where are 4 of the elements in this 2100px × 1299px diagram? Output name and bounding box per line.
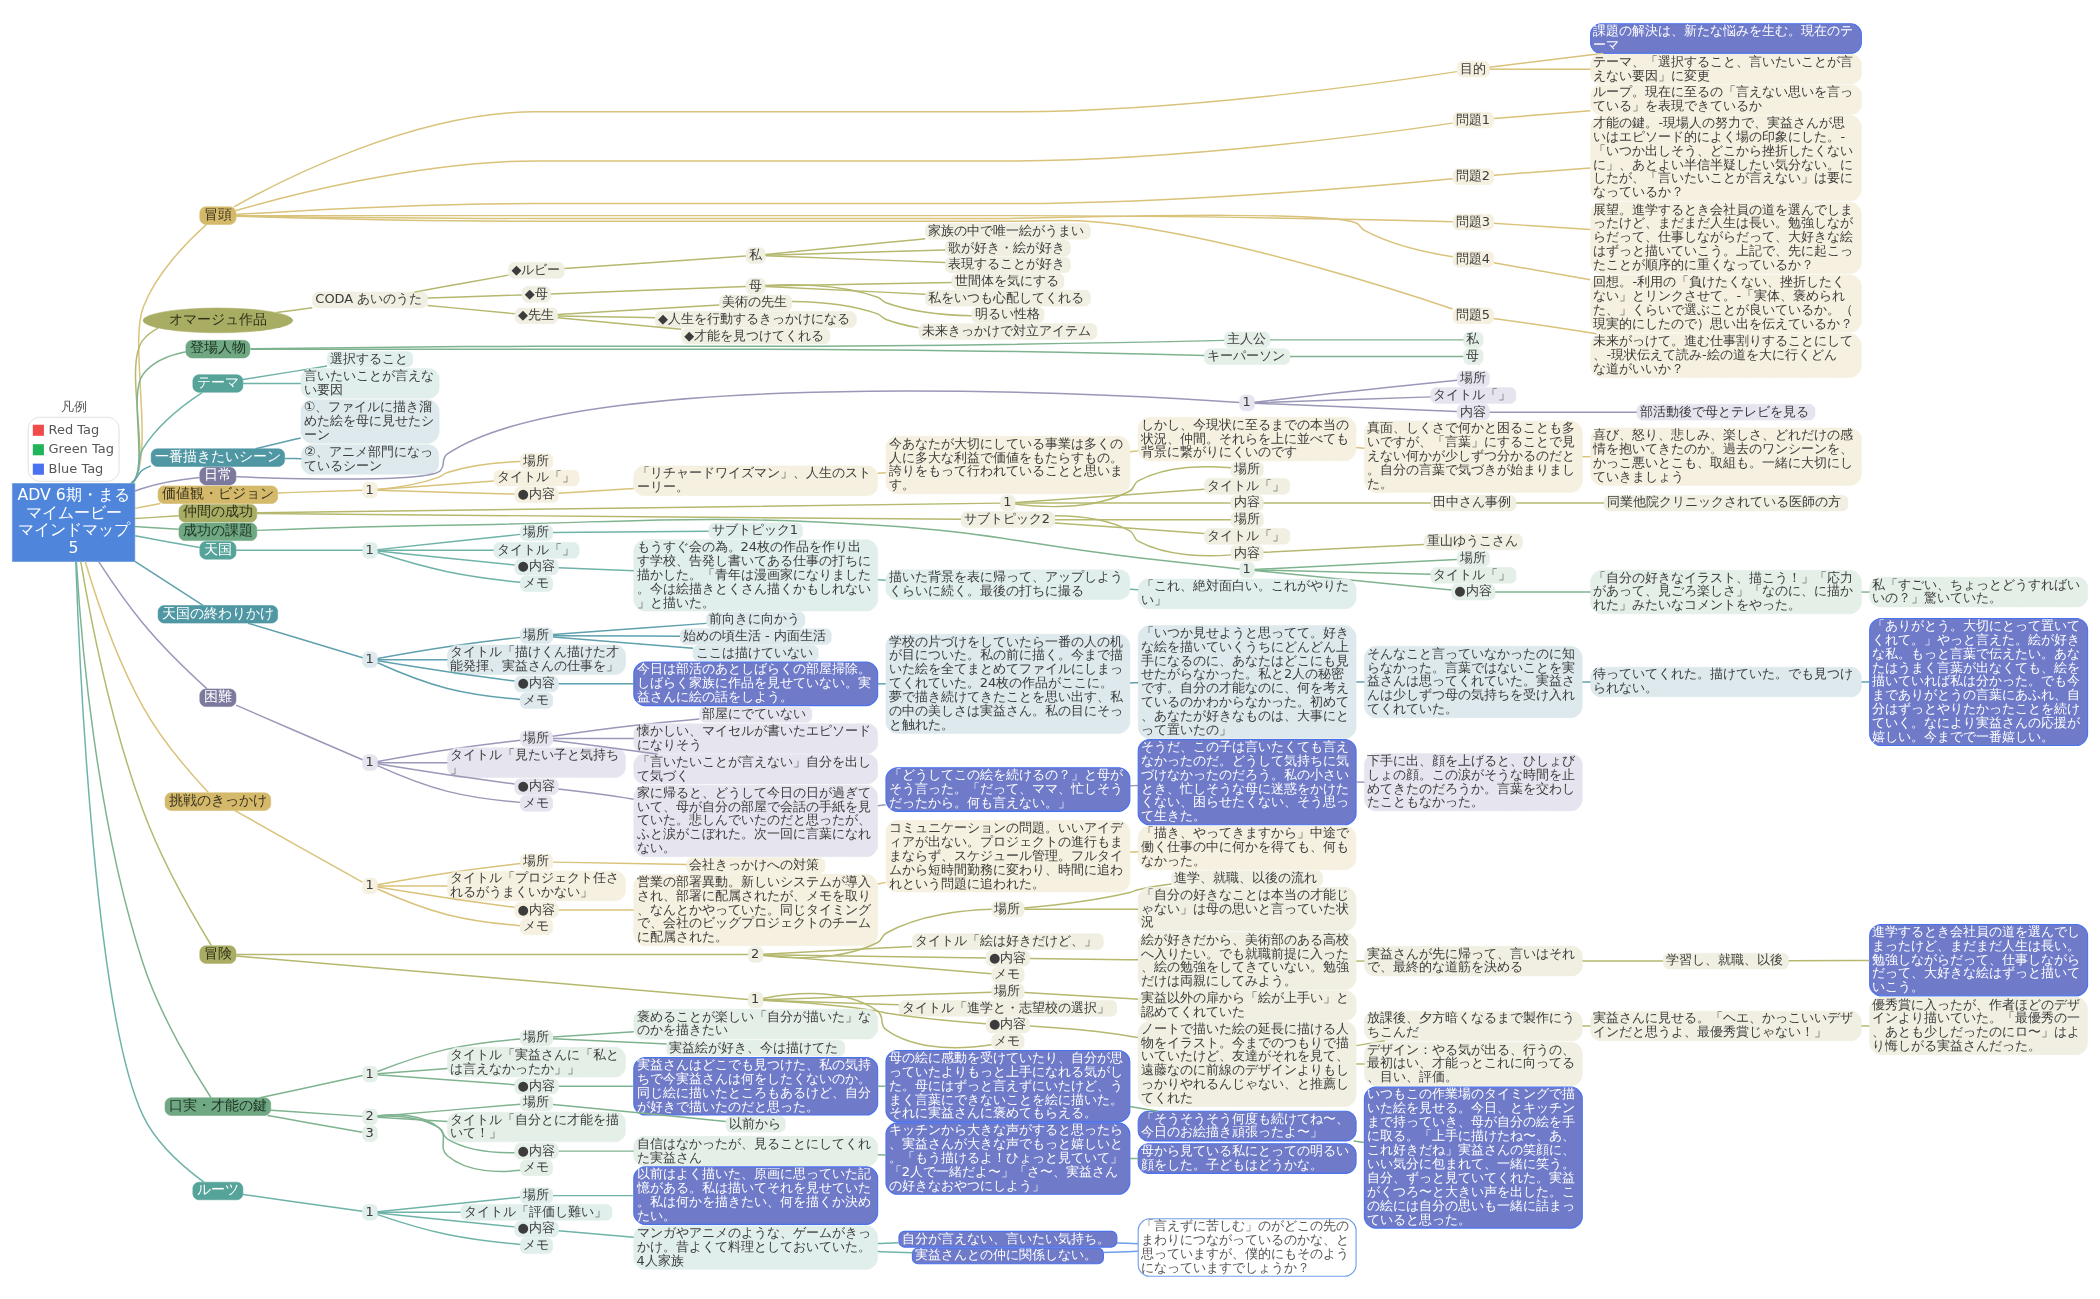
- legend-label: Red Tag: [48, 421, 100, 437]
- label: 凡例: [60, 398, 87, 414]
- legend-label: Green Tag: [48, 440, 114, 456]
- legend-label: Blue Tag: [48, 460, 104, 476]
